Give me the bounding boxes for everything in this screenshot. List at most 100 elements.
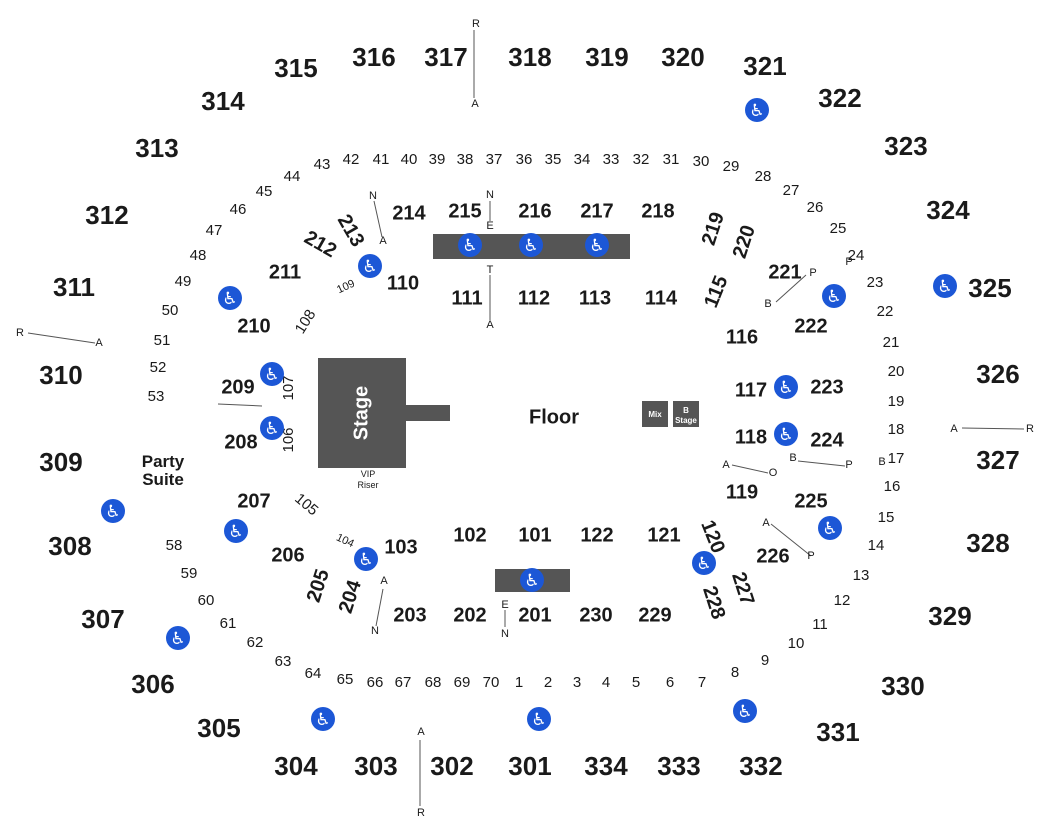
suite-17[interactable]: 17 [888,450,905,467]
suite-2[interactable]: 2 [544,674,552,691]
section-115[interactable]: 115 [700,273,732,311]
suite-37[interactable]: 37 [486,151,503,168]
section-210[interactable]: 210 [237,315,270,337]
wheelchair-icon[interactable]: ♿ [774,375,798,399]
suite-67[interactable]: 67 [395,674,412,691]
section-114[interactable]: 114 [645,287,678,309]
section-104[interactable]: 104 [334,532,356,551]
section-215[interactable]: 215 [448,200,481,222]
wheelchair-icon[interactable]: ♿ [519,233,543,257]
wheelchair-icon[interactable]: ♿ [218,286,242,310]
suite-42[interactable]: 42 [343,151,360,168]
section-218[interactable]: 218 [641,200,674,222]
section-217[interactable]: 217 [580,200,613,222]
section-223[interactable]: 223 [810,376,843,398]
party-suite-label-line1[interactable]: Party [142,452,185,471]
section-306[interactable]: 306 [131,669,174,699]
suite-18[interactable]: 18 [888,421,905,438]
section-227[interactable]: 227 [727,570,758,609]
wheelchair-icon[interactable]: ♿ [101,499,125,523]
section-327[interactable]: 327 [976,445,1019,475]
section-315[interactable]: 315 [274,53,317,83]
section-328[interactable]: 328 [966,528,1009,558]
section-120[interactable]: 120 [696,517,729,556]
wheelchair-icon[interactable]: ♿ [822,284,846,308]
suite-6[interactable]: 6 [666,674,674,691]
suite-38[interactable]: 38 [457,151,474,168]
section-313[interactable]: 313 [135,133,178,163]
suite-47[interactable]: 47 [206,222,223,239]
wheelchair-icon[interactable]: ♿ [745,98,769,122]
wheelchair-icon[interactable]: ♿ [458,233,482,257]
wheelchair-icon[interactable]: ♿ [358,254,382,278]
section-121[interactable]: 121 [647,524,680,546]
section-305[interactable]: 305 [197,713,240,743]
suite-1[interactable]: 1 [515,674,523,691]
suite-63[interactable]: 63 [275,653,292,670]
section-205[interactable]: 205 [303,567,334,606]
wheelchair-icon[interactable]: ♿ [354,547,378,571]
suite-62[interactable]: 62 [247,634,264,651]
section-226[interactable]: 226 [756,545,789,567]
wheelchair-icon[interactable]: ♿ [224,519,248,543]
suite-24[interactable]: 24 [848,247,865,264]
wheelchair-icon[interactable]: ♿ [692,551,716,575]
section-316[interactable]: 316 [352,42,395,72]
wheelchair-icon[interactable]: ♿ [774,422,798,446]
section-228[interactable]: 228 [698,584,729,623]
section-229[interactable]: 229 [638,604,671,626]
suite-19[interactable]: 19 [888,393,905,410]
section-209[interactable]: 209 [221,376,254,398]
section-201[interactable]: 201 [518,604,551,626]
section-101[interactable]: 101 [518,524,551,546]
section-321[interactable]: 321 [743,51,786,81]
suite-3[interactable]: 3 [573,674,581,691]
section-109[interactable]: 109 [335,278,357,297]
suite-23[interactable]: 23 [867,274,884,291]
suite-16[interactable]: 16 [884,478,901,495]
suite-43[interactable]: 43 [314,156,331,173]
suite-10[interactable]: 10 [788,635,805,652]
section-222[interactable]: 222 [794,315,827,337]
section-314[interactable]: 314 [201,86,245,116]
section-112[interactable]: 112 [518,287,550,309]
wheelchair-icon[interactable]: ♿ [818,516,842,540]
party-suite-label-line2[interactable]: Suite [142,470,184,489]
section-105[interactable]: 105 [291,490,321,519]
section-301[interactable]: 301 [508,751,551,781]
section-206[interactable]: 206 [271,544,304,566]
suite-30[interactable]: 30 [693,153,710,170]
b-stage-box[interactable] [673,401,699,427]
section-323[interactable]: 323 [884,131,927,161]
wheelchair-icon[interactable]: ♿ [585,233,609,257]
suite-33[interactable]: 33 [603,151,620,168]
section-102[interactable]: 102 [453,524,486,546]
suite-46[interactable]: 46 [230,201,247,218]
suite-27[interactable]: 27 [783,182,800,199]
section-329[interactable]: 329 [928,601,971,631]
section-322[interactable]: 322 [818,83,861,113]
suite-4[interactable]: 4 [602,674,610,691]
section-204[interactable]: 204 [335,577,367,616]
section-219[interactable]: 219 [698,210,729,249]
section-324[interactable]: 324 [926,195,970,225]
suite-35[interactable]: 35 [545,151,562,168]
suite-20[interactable]: 20 [888,363,905,380]
section-309[interactable]: 309 [39,447,82,477]
suite-44[interactable]: 44 [284,168,301,185]
section-334[interactable]: 334 [584,751,628,781]
section-307[interactable]: 307 [81,604,124,634]
suite-52[interactable]: 52 [150,359,167,376]
main-stage[interactable] [318,358,406,468]
suite-21[interactable]: 21 [883,334,900,351]
suite-34[interactable]: 34 [574,151,591,168]
section-107[interactable]: 107 [280,375,297,400]
section-111[interactable]: 111 [451,287,482,309]
suite-41[interactable]: 41 [373,151,390,168]
section-118[interactable]: 118 [735,426,767,448]
section-113[interactable]: 113 [579,287,611,309]
suite-12[interactable]: 12 [834,592,851,609]
section-116[interactable]: 116 [726,326,758,348]
section-326[interactable]: 326 [976,359,1019,389]
section-320[interactable]: 320 [661,42,704,72]
